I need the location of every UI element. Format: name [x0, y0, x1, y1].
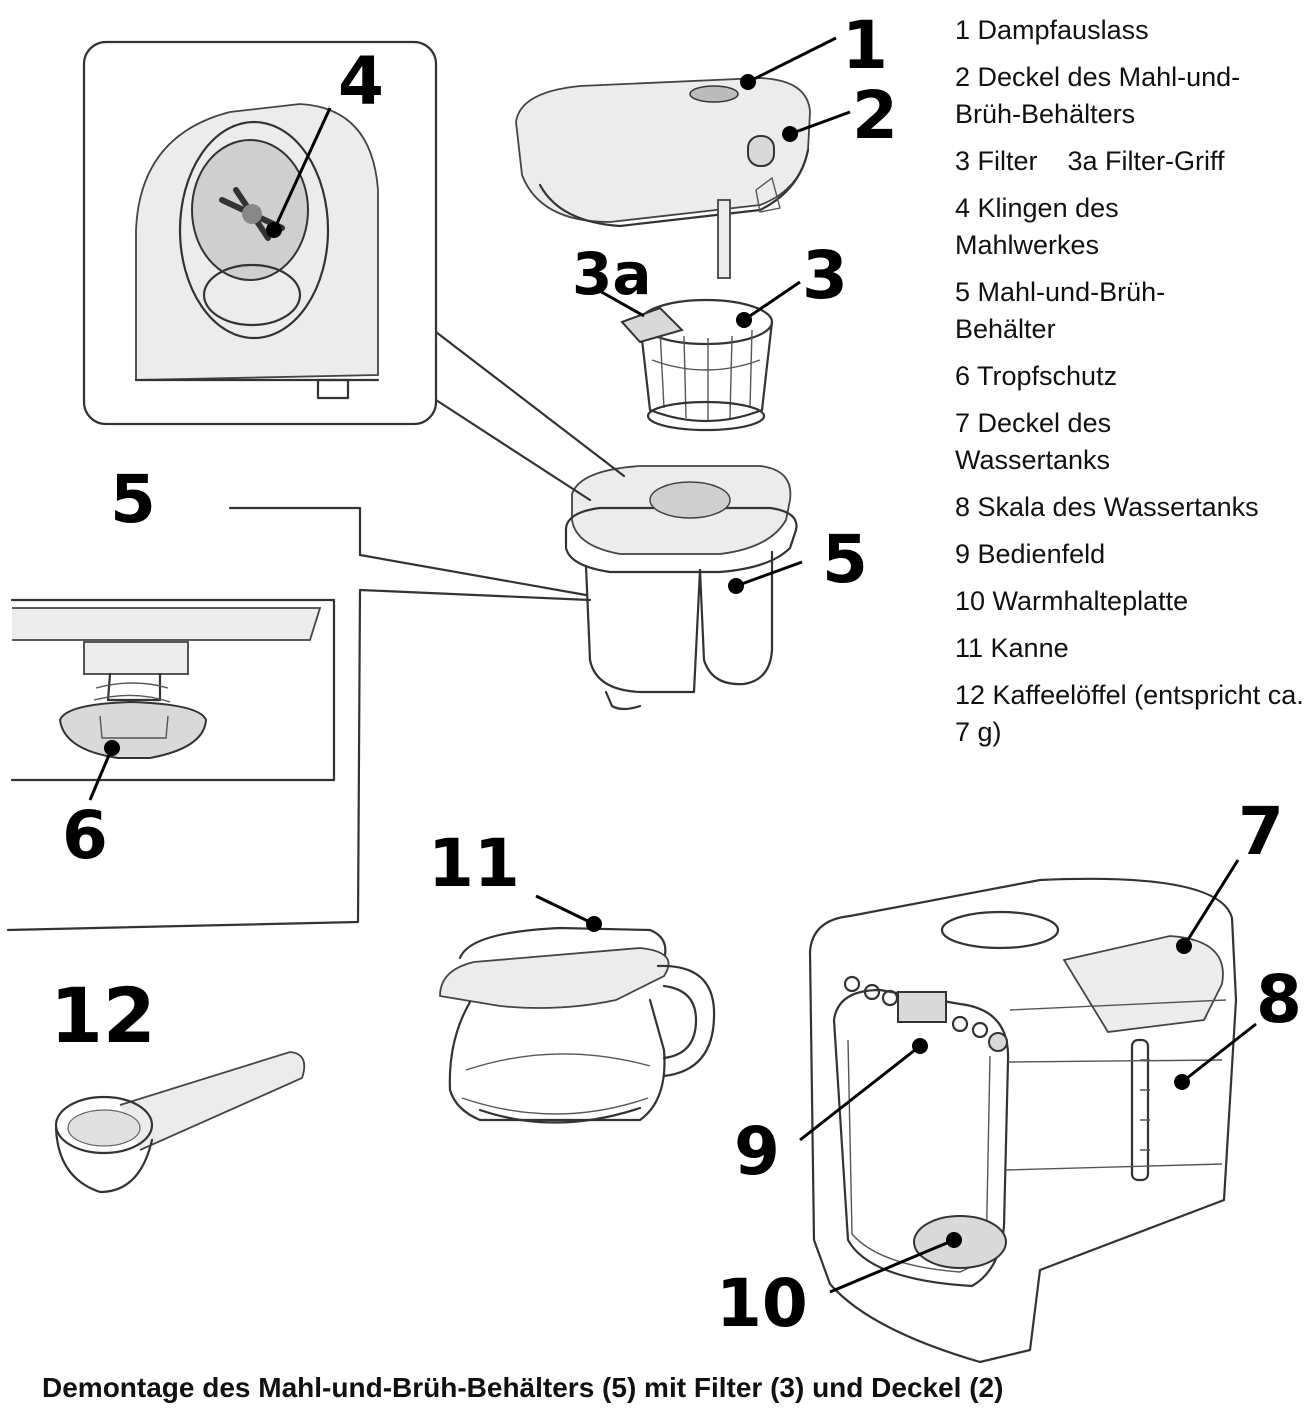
legend-entry-8: 8 Skala des Wassertanks — [955, 492, 1259, 522]
callout-5-right: 5 — [822, 521, 868, 598]
brew-lid — [515, 77, 811, 279]
callout-7: 7 — [1238, 793, 1284, 870]
leader-dot-7 — [1176, 938, 1192, 954]
leader-dot-1 — [740, 74, 756, 90]
callout-4: 4 — [338, 43, 384, 120]
legend-entry-9: 9 Bedienfeld — [955, 539, 1106, 569]
parts-legend: 1 Dampfauslass 2 Deckel des Mahl-und-Brü… — [955, 12, 1305, 761]
legend-entry-4: 4 Klingen des Mahlwerkes — [955, 193, 1119, 260]
callout-1: 1 — [842, 7, 888, 84]
callout-3a: 3a — [572, 240, 652, 308]
callout-3: 3 — [802, 237, 848, 314]
figure-caption: Demontage des Mahl-und-Brüh-Behälters (5… — [42, 1372, 1004, 1403]
legend-entry-7: 7 Deckel des Wassertanks — [955, 408, 1112, 475]
legend-entry-3: 3 Filter 3a Filter-Griff — [955, 146, 1225, 176]
callout-2: 2 — [852, 77, 898, 154]
machine-base — [808, 877, 1238, 1364]
leader-dot-4 — [266, 222, 282, 238]
legend-entry-5: 5 Mahl-und-Brüh-Behälter — [955, 277, 1166, 344]
inset-drip-stop — [6, 506, 592, 932]
leader-lines — [88, 36, 1257, 1294]
leader-dot-6 — [104, 740, 120, 756]
callout-11: 11 — [428, 825, 520, 902]
callout-5-left: 5 — [110, 461, 156, 538]
coffee-spoon — [54, 1051, 306, 1194]
callout-10: 10 — [716, 1265, 808, 1342]
leader-dot-9 — [912, 1038, 928, 1054]
filter-basket — [620, 298, 774, 432]
leader-dot-2 — [782, 126, 798, 142]
leader-dot-11 — [586, 916, 602, 932]
callout-12: 12 — [50, 971, 156, 1060]
inset-grinder-blades — [82, 40, 438, 426]
leader-dot-8 — [1174, 1074, 1190, 1090]
inset-link-lines — [434, 330, 626, 502]
leader-dot-5 — [728, 578, 744, 594]
leader-dot-10 — [946, 1232, 962, 1248]
legend-entry-11: 11 Kanne — [955, 633, 1069, 663]
callout-8: 8 — [1256, 961, 1302, 1038]
legend-entry-12: 12 Kaffeelöffel (entspricht ca. 7 g) — [955, 680, 1304, 747]
brew-container — [564, 465, 798, 711]
callout-6: 6 — [62, 797, 108, 874]
legend-entry-1: 1 Dampfauslass — [955, 15, 1149, 45]
callout-numbers: 1 2 3 3a 4 5 5 6 7 8 9 10 11 12 — [50, 7, 1302, 1342]
callout-9: 9 — [734, 1113, 780, 1190]
legend-entry-10: 10 Warmhalteplatte — [955, 586, 1189, 616]
leader-dot-3 — [736, 312, 752, 328]
legend-entry-2: 2 Deckel des Mahl-und-Brüh-Behälters — [955, 62, 1241, 129]
legend-entry-6: 6 Tropfschutz — [955, 361, 1118, 391]
glass-carafe — [439, 926, 716, 1124]
